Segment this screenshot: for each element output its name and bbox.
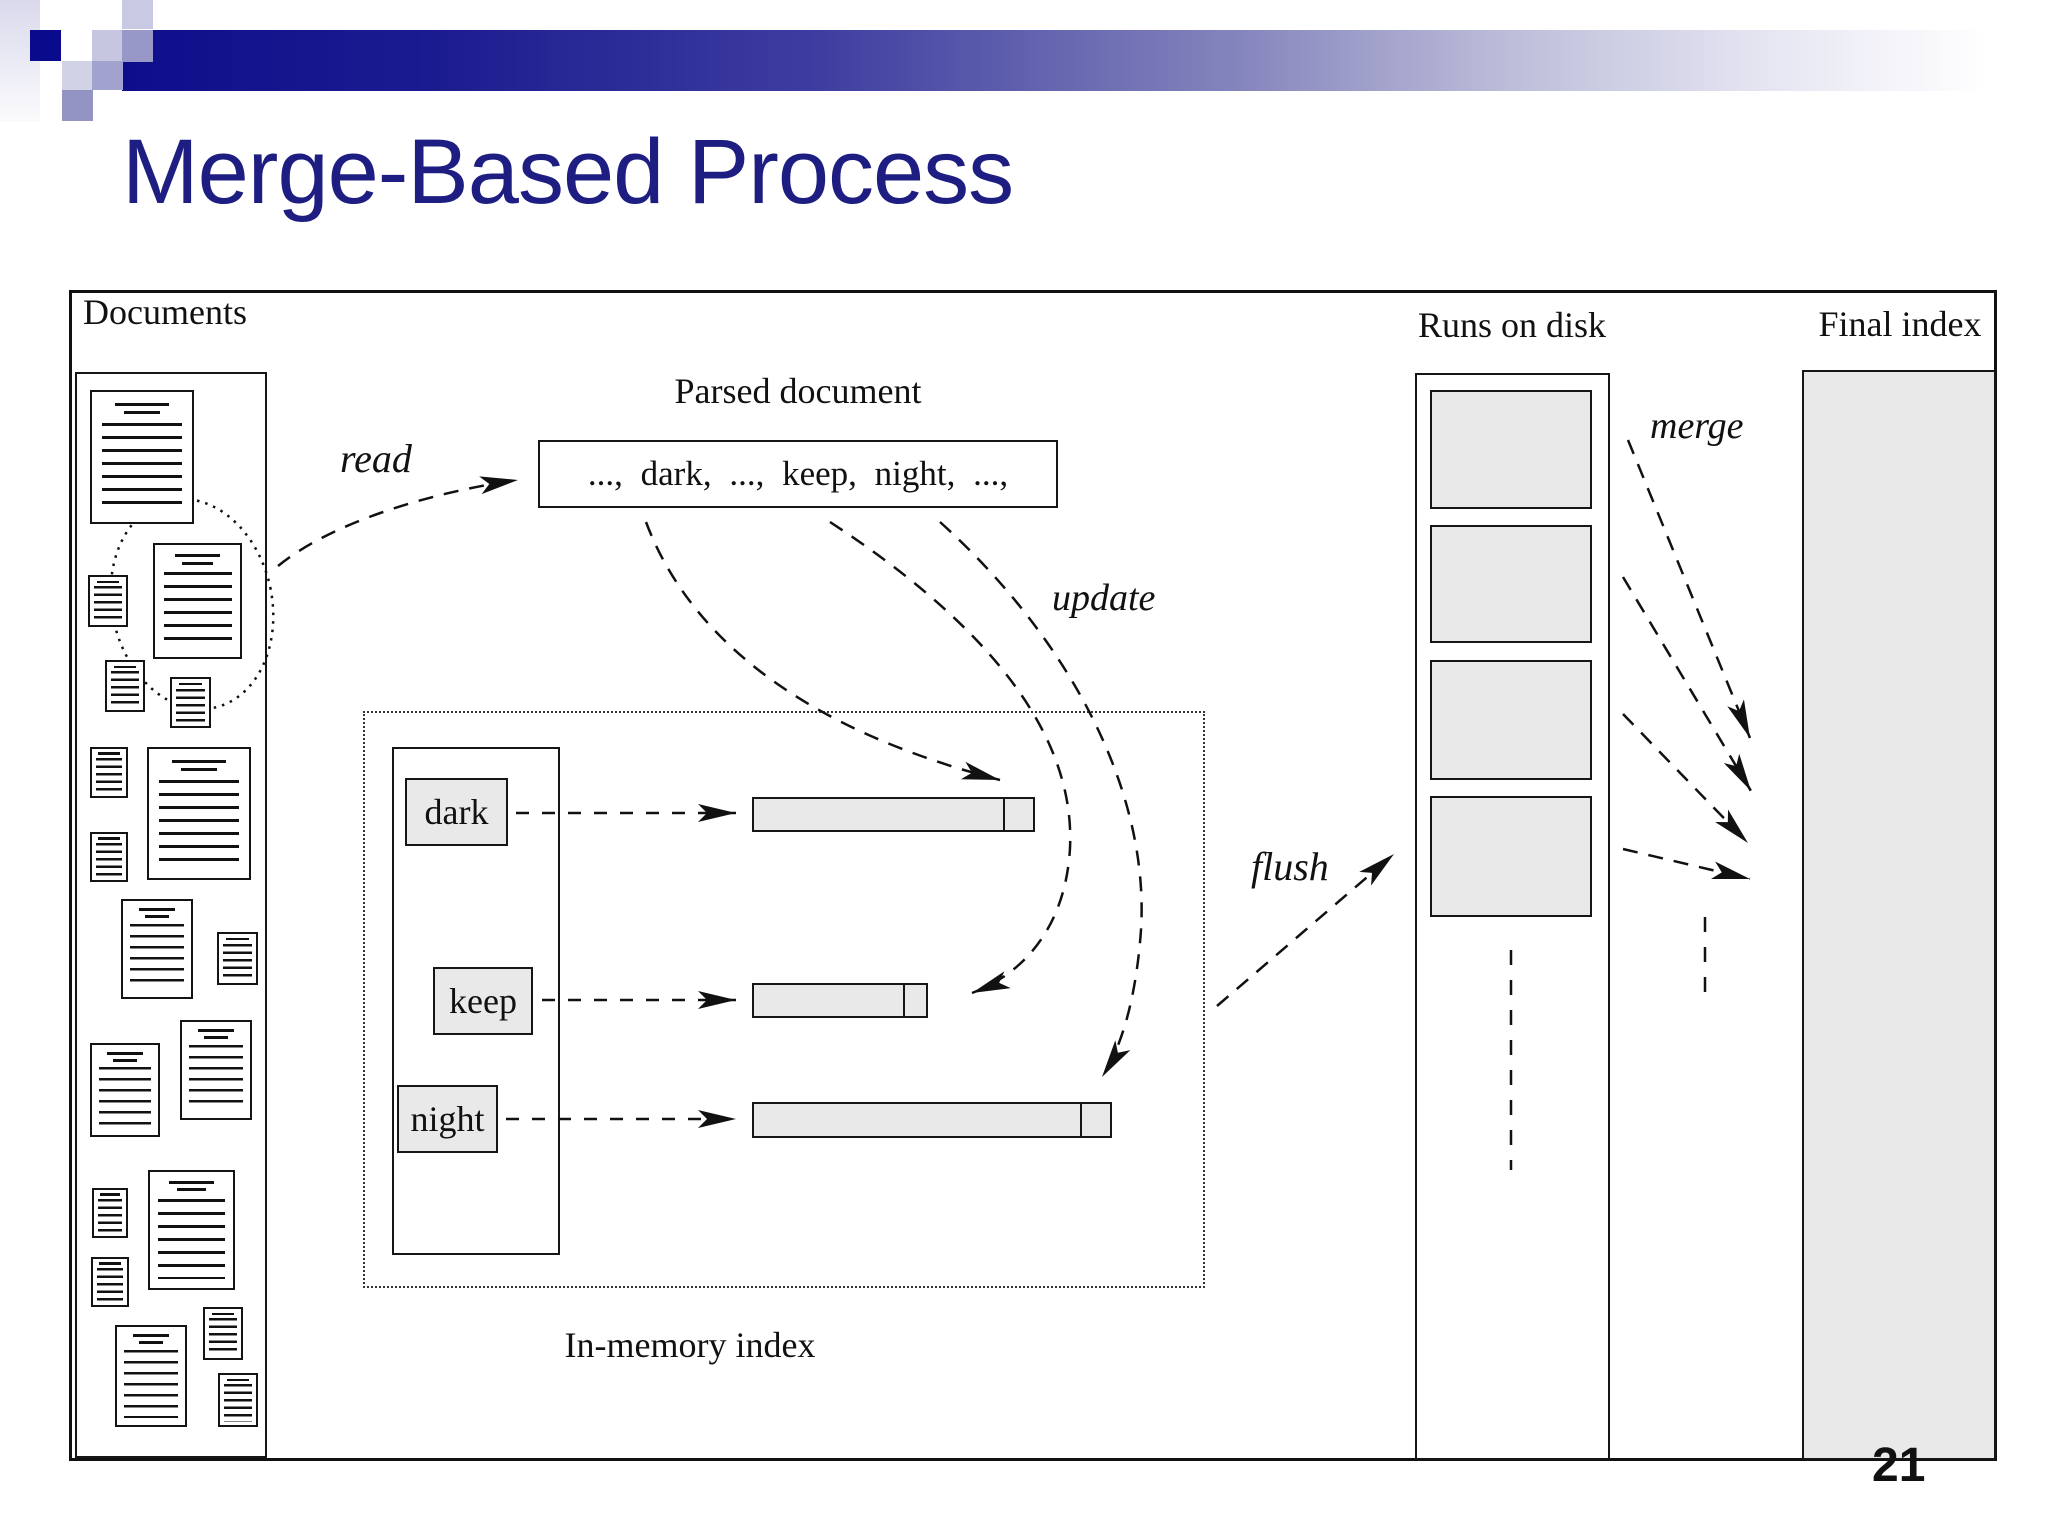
parsed-document-label: Parsed document (674, 371, 922, 411)
document-icon (105, 660, 145, 712)
merge-arrow-label: merge (1650, 405, 1744, 447)
posting-bar-keep (752, 983, 928, 1018)
posting-bar-divider (903, 985, 905, 1016)
deco-gradient-bar (122, 30, 2048, 91)
term-keep: keep (433, 967, 533, 1035)
update-arrow-label: update (1052, 577, 1156, 619)
posting-bar-divider (1003, 799, 1005, 830)
document-icon (153, 543, 242, 659)
read-arrow-label: read (340, 436, 412, 481)
page-number: 21 (1872, 1442, 1926, 1482)
document-icon (92, 1188, 128, 1238)
final-index-box (1802, 370, 1996, 1460)
deco-square (122, 30, 153, 62)
deco-square (92, 30, 123, 62)
in-memory-index-label: In-memory index (564, 1325, 816, 1365)
deco-square (122, 0, 153, 29)
parsed-document-tokens: ..., dark, ..., keep, night, ..., (587, 454, 1009, 493)
flush-arrow-label: flush (1251, 844, 1329, 889)
run-chip (1430, 796, 1592, 917)
document-icon (90, 1043, 160, 1137)
run-chip (1430, 660, 1592, 780)
document-icon (91, 1257, 129, 1307)
document-icon (218, 1373, 258, 1427)
run-chip (1430, 525, 1592, 643)
document-icon (170, 677, 211, 728)
document-icon (148, 1170, 235, 1290)
term-dark: dark (405, 778, 508, 846)
document-icon (203, 1307, 243, 1360)
page-title: Merge-Based Process (122, 121, 1014, 223)
document-icon (115, 1325, 187, 1427)
deco-square (92, 61, 123, 90)
document-icon (90, 832, 128, 882)
run-chip (1430, 390, 1592, 509)
document-icon (90, 747, 128, 798)
final-index-label: Final index (1818, 304, 1982, 344)
document-icon (217, 932, 258, 985)
term-night: night (397, 1085, 498, 1153)
posting-bar-divider (1080, 1104, 1082, 1136)
deco-square (62, 61, 93, 90)
document-icon (88, 575, 128, 627)
deco-left-strip (0, 0, 40, 122)
document-icon (147, 747, 251, 880)
documents-label: Documents (83, 292, 247, 332)
parsed-document-box: ..., dark, ..., keep, night, ..., (538, 440, 1058, 508)
document-icon (90, 390, 194, 524)
document-icon (121, 899, 193, 999)
runs-on-disk-label: Runs on disk (1417, 305, 1607, 345)
deco-square (62, 90, 93, 121)
posting-bar-dark (752, 797, 1035, 832)
posting-bar-night (752, 1102, 1112, 1138)
deco-square (30, 30, 61, 61)
document-icon (180, 1020, 252, 1120)
